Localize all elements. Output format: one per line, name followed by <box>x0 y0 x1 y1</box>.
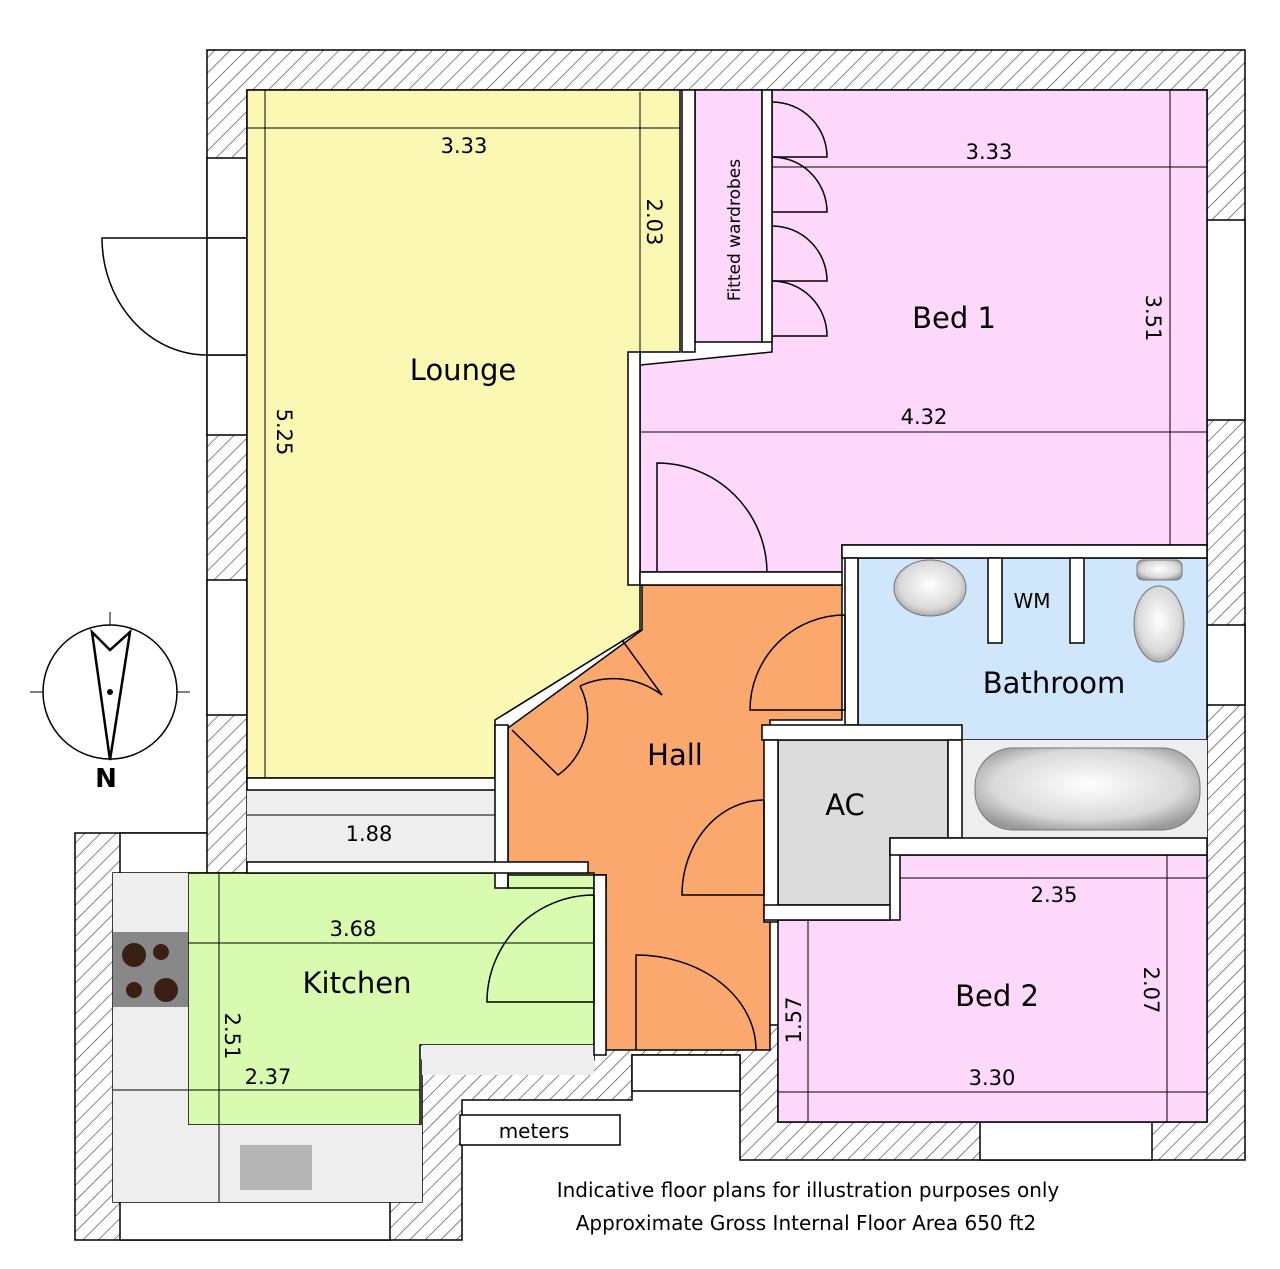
window-kitchen-south <box>119 1201 391 1241</box>
window-lounge-north <box>206 157 248 239</box>
worktop-right <box>422 1045 594 1075</box>
window-lounge-west <box>206 354 248 436</box>
fixtures <box>113 559 1201 1190</box>
footer-disclaimer: Indicative floor plans for illustration … <box>557 1178 1060 1202</box>
room-label-lounge: Lounge <box>410 353 516 387</box>
dim-kitchen-inner-width: 2.37 <box>245 1065 292 1089</box>
room-label-hall: Hall <box>647 738 703 772</box>
dimension-lines <box>113 90 1207 1202</box>
bathtub <box>974 747 1201 831</box>
dim-passage-width: 1.88 <box>346 822 393 846</box>
room-label-ac: AC <box>825 788 865 822</box>
dim-lounge-width: 3.33 <box>441 134 488 158</box>
dim-kitchen-length: 2.51 <box>220 1013 244 1060</box>
dim-bed2-width-full: 3.30 <box>969 1066 1016 1090</box>
hob <box>113 932 188 1007</box>
front-door <box>101 237 248 356</box>
dim-lounge-recess: 2.03 <box>642 199 666 246</box>
compass-north-label: N <box>95 764 117 794</box>
toilet-cistern <box>1136 559 1183 581</box>
dim-bed2-length: 2.07 <box>1139 967 1163 1014</box>
room-passage <box>247 790 495 870</box>
wardrobe-unit <box>694 89 763 343</box>
dim-bed1-width: 3.33 <box>966 140 1013 164</box>
meters-label: meters <box>499 1119 570 1143</box>
toilet-bowl <box>1133 585 1185 663</box>
dim-bed1-width-full: 4.32 <box>901 405 948 429</box>
window-bed1 <box>1206 219 1246 421</box>
dim-kitchen-width: 3.68 <box>330 917 377 941</box>
compass-needle-icon <box>90 628 132 761</box>
kitchen-sink <box>240 1145 312 1190</box>
dim-bed1-length: 3.51 <box>1141 295 1165 342</box>
rooms <box>113 89 1208 1202</box>
dim-bed2-recess: 1.57 <box>782 997 806 1044</box>
basin <box>893 559 967 617</box>
room-label-bed1: Bed 1 <box>912 301 996 335</box>
window-bathroom <box>1206 624 1246 706</box>
window-hall <box>631 1054 741 1092</box>
window-kitchen-north <box>119 832 208 874</box>
north-compass <box>30 612 190 761</box>
windows <box>119 157 1246 1241</box>
room-label-bed2: Bed 2 <box>955 979 1039 1013</box>
room-label-bathroom: Bathroom <box>983 666 1125 700</box>
room-label-kitchen: Kitchen <box>303 966 412 1000</box>
window-bed2 <box>979 1121 1153 1161</box>
internal-walls <box>246 89 1208 1056</box>
doors <box>486 101 846 1051</box>
meters-box <box>459 1114 621 1146</box>
dim-bed2-width: 2.35 <box>1031 883 1078 907</box>
dim-lounge-length: 5.25 <box>272 409 296 456</box>
wm-label: WM <box>1013 589 1050 613</box>
window-lounge-south <box>206 579 248 716</box>
footer-floor-area: Approximate Gross Internal Floor Area 65… <box>576 1211 1037 1235</box>
wardrobes-label: Fitted wardrobes <box>725 159 745 301</box>
labels: Lounge Bed 1 Bathroom Hall AC Kitchen Be… <box>95 134 1165 1235</box>
